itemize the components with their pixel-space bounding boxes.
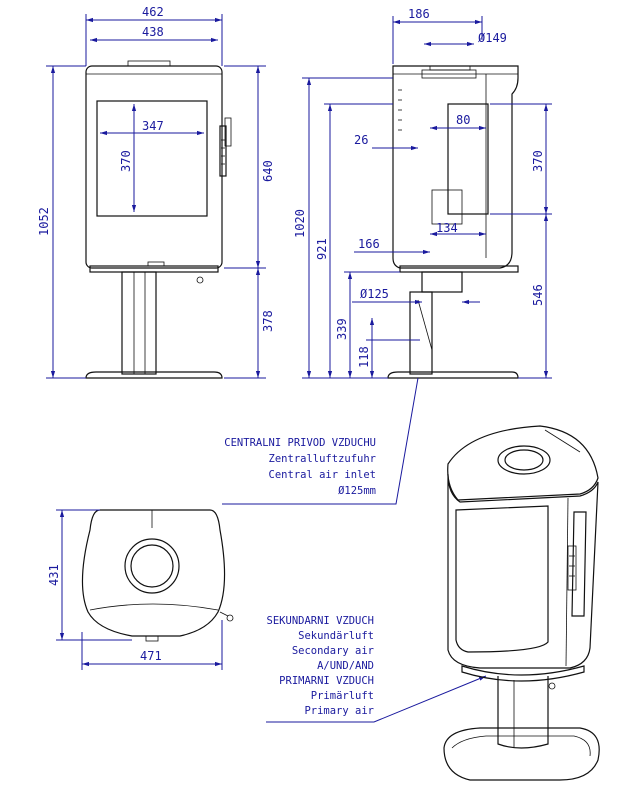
dim-offset-80: 80	[456, 113, 470, 127]
perspective-view	[443, 425, 600, 781]
side-pedestal	[409, 291, 433, 375]
dim-118: 118	[357, 346, 371, 368]
door-handle	[219, 125, 227, 177]
dim-front-top-width: 438	[142, 25, 164, 39]
note-line: Ø125mm	[338, 485, 376, 497]
stove-side-window	[571, 511, 587, 617]
front-pedestal	[121, 271, 157, 375]
top-flue-inner	[130, 544, 174, 588]
note-line: Secondary air	[292, 645, 374, 657]
top-body-outline	[81, 509, 226, 637]
note-line: Central air inlet	[269, 469, 376, 481]
dim-offset-26: 26	[354, 133, 368, 147]
note-line: Sekundärluft	[298, 630, 374, 642]
side-body-outline	[392, 65, 519, 269]
side-glass	[447, 103, 489, 215]
note-line: A/UND/AND	[317, 660, 374, 672]
note-line: PRIMARNI VZDUCH	[279, 675, 374, 687]
top-view: 471 431	[47, 509, 234, 670]
front-foot	[85, 371, 223, 379]
dim-height-1020: 1020	[293, 209, 307, 238]
dim-stand-height: 378	[261, 310, 275, 332]
dim-glass-width: 347	[142, 119, 164, 133]
note-secondary-primary-air: SEKUNDARNI VZDUCH Sekundärluft Secondary…	[266, 615, 487, 723]
note-line: SEKUNDARNI VZDUCH	[267, 615, 374, 627]
side-view: 186 Ø149 80 26 370 1020 921 166 134 Ø125…	[222, 7, 552, 505]
front-glass	[96, 100, 208, 217]
dim-inlet-diameter: Ø125	[360, 287, 389, 301]
stove-foot	[443, 727, 600, 781]
dim-top-width: 471	[140, 649, 162, 663]
front-base-plate	[89, 265, 219, 273]
front-view: 462 438 347 370 640 378 1052	[37, 5, 275, 379]
dim-339: 339	[335, 318, 349, 340]
dim-side-depth: 186	[408, 7, 430, 21]
dim-body-height: 640	[261, 160, 275, 182]
flue-collar-outer	[497, 445, 551, 475]
note-line: Primärluft	[311, 690, 374, 702]
note-line: Zentralluftzufuhr	[269, 453, 376, 465]
note-central-air-inlet: CENTRALNI PRIVOD VZDUCHU Zentralluftzufu…	[224, 437, 376, 497]
side-air-inlet	[421, 271, 463, 293]
dim-546: 546	[531, 284, 545, 306]
dim-166: 166	[358, 237, 380, 251]
dim-total-height: 1052	[37, 207, 51, 236]
dim-glass-height: 370	[119, 150, 133, 172]
dim-side-glass-height: 370	[531, 150, 545, 172]
stove-pedestal	[497, 676, 549, 749]
front-body-outline	[85, 65, 223, 269]
dim-top-depth: 431	[47, 564, 61, 586]
dim-front-width: 462	[142, 5, 164, 19]
stove-body	[447, 473, 599, 669]
top-flue-outer	[124, 538, 180, 594]
flue-collar-inner	[504, 449, 544, 471]
stove-top	[447, 425, 599, 501]
note-line: Primary air	[304, 705, 374, 717]
side-foot	[387, 371, 519, 379]
dim-flue-diameter: Ø149	[478, 31, 507, 45]
dim-134: 134	[436, 221, 458, 235]
stove-glass	[455, 505, 549, 653]
dim-height-921: 921	[315, 238, 329, 260]
note-line: CENTRALNI PRIVOD VZDUCHU	[224, 437, 376, 449]
